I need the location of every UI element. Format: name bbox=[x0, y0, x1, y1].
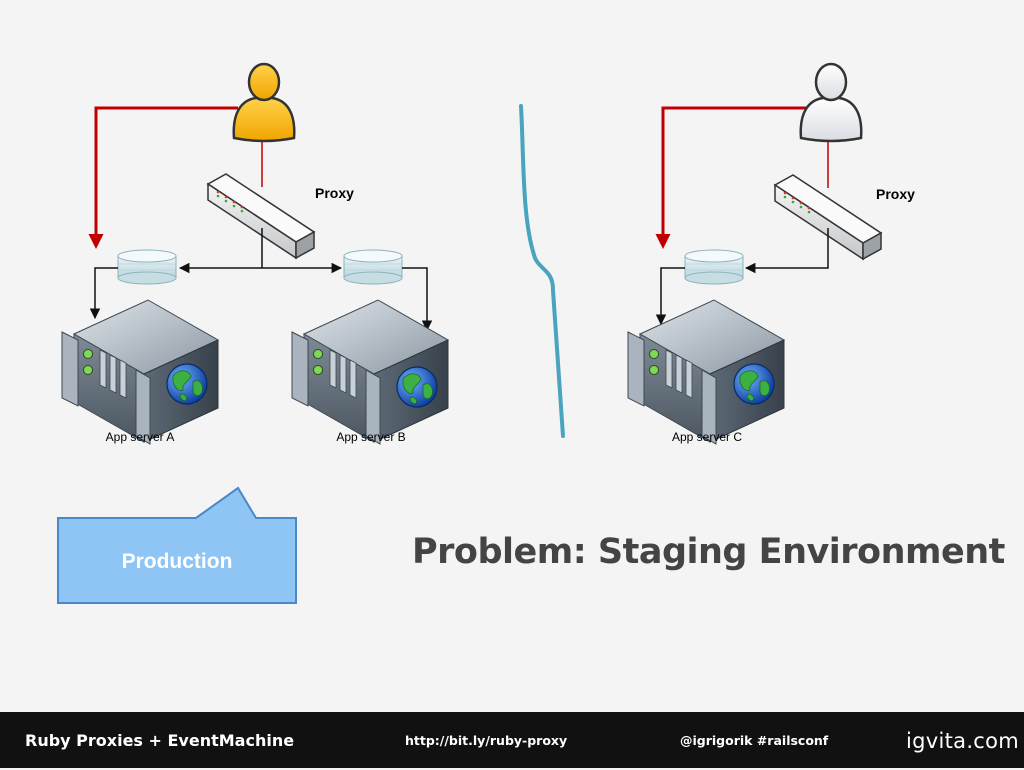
request-arrow bbox=[88, 106, 238, 249]
callout-label: Production bbox=[122, 550, 233, 573]
brand-logo: igvita.com bbox=[906, 729, 1020, 753]
footer-link[interactable]: http://bit.ly/ruby-proxy bbox=[405, 733, 568, 748]
disk-c-to-server-arrow bbox=[655, 267, 685, 326]
disk-b-icon bbox=[343, 249, 403, 285]
production-callout: Production bbox=[57, 486, 297, 604]
slide-title: Problem: Staging Environment bbox=[412, 532, 1005, 572]
request-arrow bbox=[655, 106, 806, 249]
architecture-diagram: Proxy App server A App server B Proxy Ap… bbox=[57, 62, 915, 604]
proxy-to-disk-c-arrow bbox=[744, 228, 829, 274]
globe-icon bbox=[396, 366, 438, 408]
talk-title: Ruby Proxies + EventMachine bbox=[25, 731, 295, 750]
server-b-label: App server B bbox=[336, 430, 405, 444]
globe-icon bbox=[166, 363, 208, 405]
production-diagram: Proxy App server A App server B bbox=[61, 62, 449, 445]
staging-diagram: Proxy App server C bbox=[627, 62, 915, 445]
disk-a-icon bbox=[117, 249, 177, 285]
footer-bar: Ruby Proxies + EventMachine http://bit.l… bbox=[0, 712, 1024, 768]
divider-curve bbox=[519, 104, 565, 438]
server-a-label: App server A bbox=[106, 430, 175, 444]
disk-a-to-server-arrow bbox=[89, 267, 118, 320]
globe-icon bbox=[733, 363, 775, 405]
user-icon bbox=[232, 62, 296, 143]
proxy-label: Proxy bbox=[315, 185, 354, 201]
server-c-label: App server C bbox=[672, 430, 742, 444]
proxy-label: Proxy bbox=[876, 186, 915, 202]
disk-c-icon bbox=[684, 249, 744, 285]
twitter-handle: @igrigorik #railsconf bbox=[680, 733, 829, 748]
proxy-switch-icon bbox=[207, 173, 315, 259]
user-icon bbox=[799, 62, 863, 143]
disk-b-to-server-arrow bbox=[402, 267, 433, 332]
